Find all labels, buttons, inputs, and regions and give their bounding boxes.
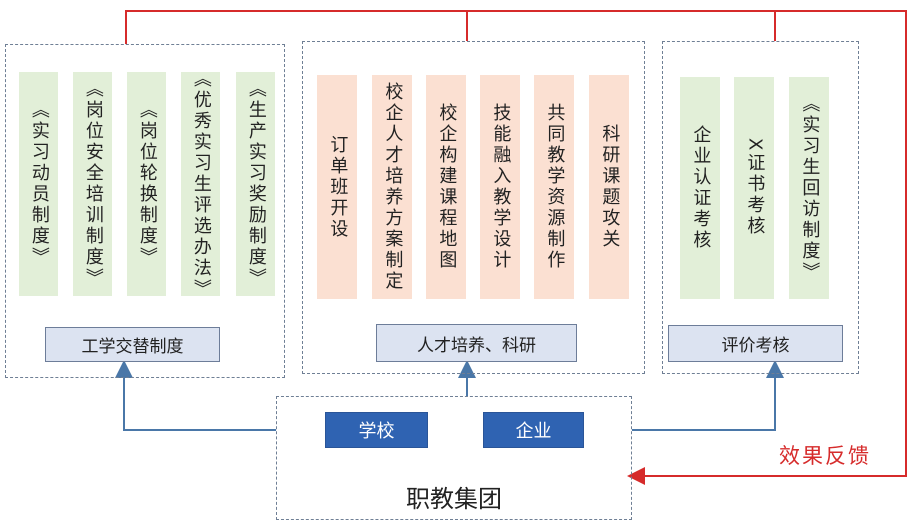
left-item: 《岗位轮换制度》 xyxy=(127,72,166,296)
middle-section-label: 人才培养、科研 xyxy=(376,324,577,362)
middle-item-text: 校企构建课程地图 xyxy=(436,103,458,271)
left-item: 《优秀实习生评选办法》 xyxy=(181,69,220,300)
left-item-text: 《岗位安全培训制度》 xyxy=(82,79,104,289)
left-item-text: 《实习动员制度》 xyxy=(28,100,50,268)
section-left xyxy=(5,44,285,378)
right-item-text: 企业认证考核 xyxy=(690,125,712,251)
middle-item: 科研课题攻关 xyxy=(589,75,629,299)
right-item-text: 《实习生回访制度》 xyxy=(799,93,821,283)
right-section-label: 评价考核 xyxy=(668,325,843,362)
left-item-text: 《生产实习奖励制度》 xyxy=(245,79,267,289)
middle-item: 共同教学资源制作 xyxy=(534,75,574,299)
left-item: 《生产实习奖励制度》 xyxy=(236,72,275,296)
left-item: 《岗位安全培训制度》 xyxy=(73,72,112,296)
middle-item-text: 共同教学资源制作 xyxy=(544,103,566,271)
right-item-text: X证书考核 xyxy=(744,138,766,238)
feedback-label: 效果反馈 xyxy=(779,444,871,468)
middle-item: 技能融入教学设计 xyxy=(480,75,520,299)
left-section-label: 工学交替制度 xyxy=(45,327,220,362)
enterprise-box: 企业 xyxy=(483,412,584,448)
school-box: 学校 xyxy=(325,412,428,448)
right-item: 《实习生回访制度》 xyxy=(789,77,829,299)
left-item-text: 《优秀实习生评选办法》 xyxy=(190,68,212,300)
middle-item-text: 技能融入教学设计 xyxy=(490,103,512,271)
middle-item: 订单班开设 xyxy=(317,75,357,299)
middle-item-text: 校企人才培养方案制定 xyxy=(382,82,404,292)
right-item: X证书考核 xyxy=(734,77,774,299)
middle-item: 校企构建课程地图 xyxy=(426,75,466,299)
middle-item: 校企人才培养方案制定 xyxy=(372,75,412,299)
section-right xyxy=(662,41,859,374)
section-middle xyxy=(302,41,645,374)
group-title: 职教集团 xyxy=(406,484,502,513)
left-item: 《实习动员制度》 xyxy=(19,72,58,296)
middle-item-text: 科研课题攻关 xyxy=(599,124,621,250)
right-item: 企业认证考核 xyxy=(680,77,720,299)
feedback-loop-line xyxy=(125,10,907,485)
left-item-text: 《岗位轮换制度》 xyxy=(136,100,158,268)
group-box xyxy=(276,396,632,520)
middle-item-text: 订单班开设 xyxy=(327,134,349,240)
